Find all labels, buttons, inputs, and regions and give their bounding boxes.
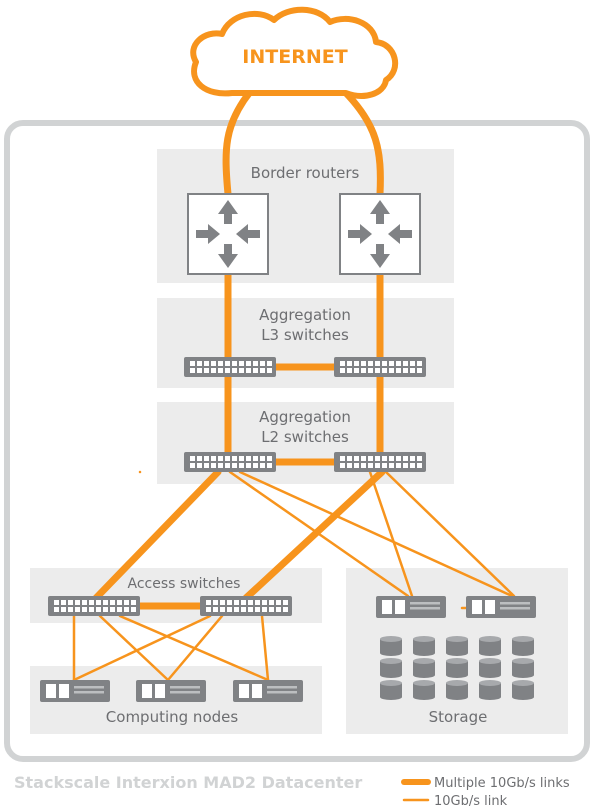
aggregation-l3-switch-right xyxy=(334,357,426,377)
border-routers-label: Border routers xyxy=(251,164,360,182)
storage-server-left xyxy=(376,596,446,618)
aggregation-l3-label-line1: Aggregation xyxy=(259,306,351,324)
link-access-right-node-1 xyxy=(72,614,212,682)
link-l2-left-storage-right xyxy=(238,470,514,598)
single-10gb-links xyxy=(72,470,516,682)
storage-disk-icon xyxy=(413,658,435,678)
aggregation-l2-label-line2: L2 switches xyxy=(261,428,349,446)
aggregation-l2-label-line1: Aggregation xyxy=(259,408,351,426)
storage-label: Storage xyxy=(429,708,488,726)
storage-disk-icon xyxy=(380,658,402,678)
internet-cloud-icon xyxy=(190,6,398,99)
storage-disk-icon xyxy=(479,636,501,656)
storage-disk-icon xyxy=(446,658,468,678)
storage-server-right xyxy=(466,596,536,618)
link-l2-right-storage-right xyxy=(384,470,516,598)
link-access-right-node-2 xyxy=(166,614,224,682)
legend-label-thin: 10Gb/s link xyxy=(434,794,508,809)
border-router-right xyxy=(339,193,421,275)
link-internet-router-left xyxy=(222,88,254,198)
datacenter-title: Stackscale Interxion MAD2 Datacenter xyxy=(14,773,362,792)
access-switch-right xyxy=(200,596,292,616)
computing-node-3 xyxy=(233,680,303,702)
computing-nodes-label: Computing nodes xyxy=(106,708,239,726)
storage-disk-icon xyxy=(446,636,468,656)
storage-disk-icon xyxy=(380,680,402,700)
link-internet-router-right xyxy=(341,88,384,198)
legend-label-thick: Multiple 10Gb/s links xyxy=(434,776,570,791)
link-l2-right-access-right xyxy=(242,468,386,602)
internet-label: INTERNET xyxy=(242,46,347,68)
storage-disk-icon xyxy=(446,680,468,700)
link-l2-right-storage-left xyxy=(368,470,414,598)
storage-disk-icon xyxy=(413,680,435,700)
link-access-right-node-3 xyxy=(260,614,270,682)
storage-disk-icon xyxy=(479,680,501,700)
border-router-left xyxy=(187,193,269,275)
storage-disk-icon xyxy=(413,636,435,656)
computing-node-1 xyxy=(40,680,110,702)
access-switch-left xyxy=(48,596,140,616)
computing-node-2 xyxy=(136,680,206,702)
legend: Multiple 10Gb/s links 10Gb/s link xyxy=(401,776,570,809)
aggregation-l2-switch-right xyxy=(334,452,426,472)
aggregation-l3-label-line2: L3 switches xyxy=(261,326,349,344)
storage-disk-icon xyxy=(512,658,534,678)
storage-disk-icon xyxy=(512,680,534,700)
storage-disk-icon xyxy=(512,636,534,656)
aggregation-l2-switch-left xyxy=(184,452,276,472)
storage-disk-icon xyxy=(380,636,402,656)
link-l2-left-access-left xyxy=(92,468,222,602)
access-switches-label: Access switches xyxy=(128,576,241,592)
link-l2-left-storage-left xyxy=(228,470,410,598)
aggregation-l3-switch-left xyxy=(184,357,276,377)
link-access-left-node-2 xyxy=(98,614,170,682)
storage-disk-icon xyxy=(479,658,501,678)
